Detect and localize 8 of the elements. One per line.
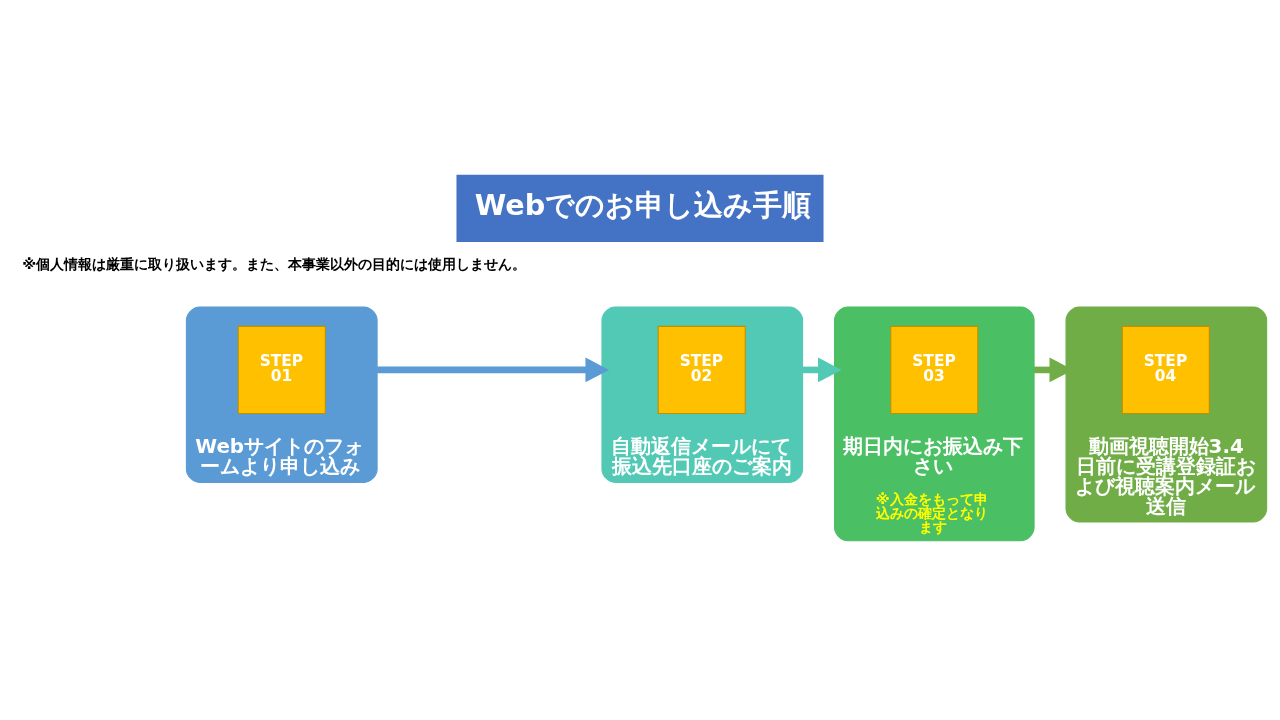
- node-box: STEP 04: [1121, 325, 1210, 414]
- arrow: [377, 357, 610, 383]
- node-box: STEP 03: [890, 325, 979, 414]
- node-box: STEP 01: [237, 325, 326, 414]
- label: ※個人情報は厳重に取り扱います。また、本事業以外の目的には使用しません。: [22, 255, 527, 272]
- node-box: STEP 02: [657, 325, 746, 414]
- arrow: [802, 357, 842, 383]
- diagram-title: Webでのお申し込み手順: [474, 187, 812, 222]
